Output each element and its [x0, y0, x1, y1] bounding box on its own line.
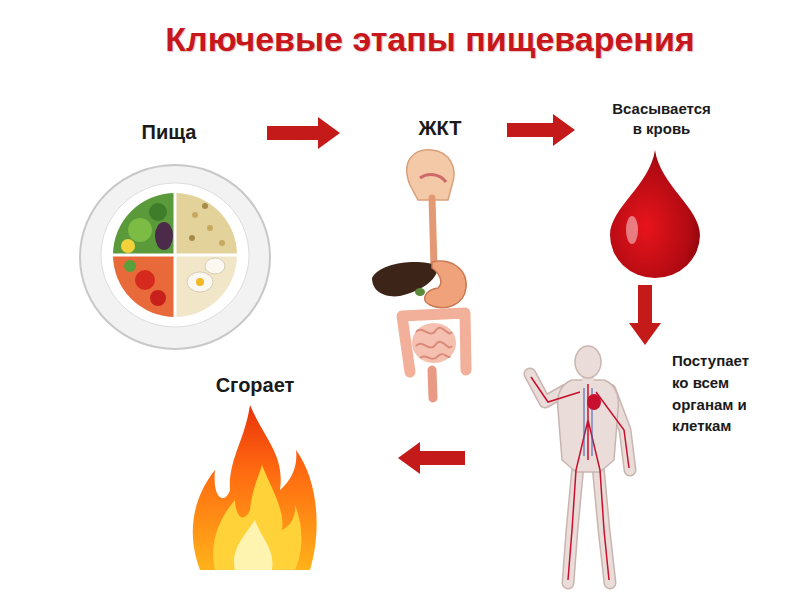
- yolk: [196, 278, 204, 286]
- plate-rim: [80, 165, 270, 349]
- egg: [205, 258, 225, 274]
- divider: [175, 254, 237, 257]
- grain: [202, 203, 208, 209]
- grains-sector: [175, 193, 237, 255]
- eggplant: [155, 222, 173, 250]
- stage-node: Сгорает: [180, 365, 390, 575]
- heart: [587, 394, 601, 410]
- egg: [187, 272, 213, 292]
- lettuce: [149, 203, 167, 221]
- human-figure: [530, 346, 630, 583]
- greens-sector: [113, 193, 175, 255]
- tomato: [150, 290, 166, 306]
- block-arrow: [267, 117, 340, 149]
- divider: [174, 193, 177, 255]
- block-arrow: [629, 285, 661, 345]
- dairy-sector: [175, 255, 237, 317]
- lettuce: [128, 218, 152, 242]
- small-intestine: [412, 323, 456, 363]
- digestive-tract: [372, 150, 466, 398]
- divider: [174, 255, 177, 317]
- stage-node: Пища: [80, 115, 260, 355]
- plate-center: [101, 183, 249, 327]
- outer-flame: [193, 405, 317, 570]
- mouth-cavity: [420, 175, 446, 182]
- drop-highlight: [626, 216, 638, 244]
- grain: [207, 225, 213, 231]
- stage-label: Пища: [80, 120, 258, 144]
- tomato: [135, 270, 155, 290]
- grain: [219, 240, 225, 246]
- grain: [192, 212, 198, 218]
- stage-node: Поступает ко всем органам и клеткам: [472, 350, 778, 595]
- title: Ключевые этапы пищеварения: [60, 20, 800, 59]
- stomach: [425, 261, 466, 308]
- stage-label: Всасывается в кровь: [609, 99, 714, 138]
- pepper: [121, 239, 135, 253]
- blood-vessels: [531, 377, 629, 580]
- divider: [113, 254, 175, 257]
- stage-label: Поступает ко всем органам и клеткам: [672, 350, 767, 437]
- stage-node: ЖКТ: [348, 108, 500, 403]
- head: [575, 346, 601, 378]
- stage-node: Всасывается в кровь: [583, 95, 739, 285]
- food-plate: [80, 165, 270, 349]
- limbs: [530, 374, 630, 583]
- gallbladder: [415, 288, 425, 296]
- esophagus: [432, 198, 434, 266]
- stage-label: ЖКТ: [382, 116, 498, 140]
- grain: [189, 235, 195, 241]
- inner-flame: [213, 465, 301, 570]
- head-profile: [407, 150, 454, 200]
- blood-drop: [610, 150, 700, 278]
- large-intestine: [402, 313, 466, 372]
- intestine-coils: [416, 328, 452, 359]
- drop-shape: [610, 150, 700, 278]
- vegetable-sector: [113, 255, 175, 317]
- rectum: [432, 370, 433, 398]
- limb-outline: [530, 374, 630, 583]
- herb: [124, 260, 136, 272]
- stage-label: Сгорает: [200, 373, 310, 397]
- block-arrow: [398, 442, 465, 474]
- fire: [193, 405, 317, 570]
- flame-core: [234, 520, 272, 570]
- block-arrow: [507, 114, 575, 146]
